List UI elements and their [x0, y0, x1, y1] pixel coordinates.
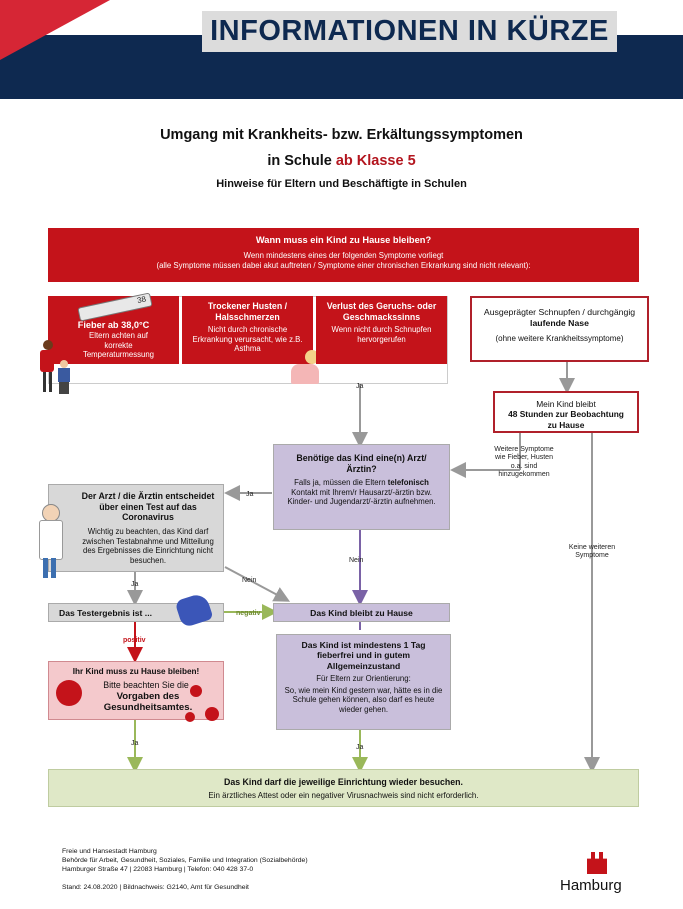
- label-nein-doctor: Nein: [349, 557, 364, 564]
- subtitle: Hinweise für Eltern und Beschäftigte in …: [216, 178, 467, 190]
- label-nein-test: Nein: [242, 577, 257, 584]
- when-line2: (alle Symptome müssen dabei akut auftret…: [156, 260, 531, 270]
- final-title: Das Kind darf die jeweilige Einrichtung …: [223, 777, 464, 787]
- fever-text: Eltern achten auf korrekte Temperaturmes…: [82, 331, 155, 360]
- virus-icon: [56, 680, 82, 706]
- virus-icon-small-3: [185, 712, 195, 722]
- symptom-fever-box: 38 Fieber ab 38,0°C Eltern achten auf ko…: [48, 292, 179, 364]
- doctor-decides-title: Der Arzt / die Ärztin entscheidet über e…: [81, 491, 215, 523]
- fever-free-title: Das Kind ist mindestens 1 Tag fieberfrei…: [301, 640, 426, 671]
- stays-home-box: Das Kind bleibt zu Hause: [273, 603, 450, 622]
- when-line1: Wenn mindestens eines der folgenden Symp…: [243, 251, 444, 261]
- hamburg-logo-text: Hamburg: [560, 877, 622, 894]
- cold-title: Ausgeprägter Schnupfen / durchgängig lau…: [483, 307, 636, 328]
- label-ja-test: Ja: [131, 581, 139, 588]
- fever-title: Fieber ab 38,0°C: [77, 320, 150, 330]
- coughing-child-illustration: [287, 350, 323, 386]
- fever-free-box: Das Kind ist mindestens 1 Tag fieberfrei…: [276, 634, 451, 730]
- footer-line3: Hamburger Straße 47 | 22083 Hamburg | Te…: [62, 865, 254, 873]
- footer-line2: Behörde für Arbeit, Gesundheit, Soziales…: [62, 856, 308, 864]
- stay-48h-box: Mein Kind bleibt 48 Stunden zur Beobacht…: [493, 391, 639, 433]
- footer-address: Freie und Hansestadt Hamburg Behörde für…: [62, 848, 308, 874]
- label-negativ: negativ: [236, 610, 261, 617]
- doctor-question-text: Falls ja, müssen die Eltern telefonisch …: [287, 478, 436, 507]
- fever-free-sub: Für Eltern zur Orientierung:: [316, 674, 411, 684]
- stay48-line1: Mein Kind bleibt: [536, 399, 596, 409]
- label-ja-main: Ja: [356, 383, 364, 390]
- when-title: Wann muss ein Kind zu Hause bleiben?: [255, 235, 432, 245]
- stay48-bold: 48 Stunden zur Beobachtung zu Hause: [508, 409, 624, 430]
- title-line2: in Schule ab Klasse 5: [267, 153, 416, 169]
- fever-free-text: So, wie mein Kind gestern war, hätte es …: [284, 685, 443, 714]
- label-ja-positive: Ja: [131, 740, 139, 747]
- cough-title: Trockener Husten / Halsschmerzen: [207, 301, 288, 322]
- when-stay-home-box: Wann muss ein Kind zu Hause bleiben? Wen…: [48, 228, 639, 282]
- doctor-decides-box: Der Arzt / die Ärztin entscheidet über e…: [48, 484, 224, 572]
- final-return-box: Das Kind darf die jeweilige Einrichtung …: [48, 769, 639, 807]
- label-positiv: positiv: [123, 637, 146, 644]
- thermometer-icon: 38: [77, 292, 153, 322]
- hamburg-castle-icon: [587, 852, 607, 874]
- label-weitere-symptome: Weitere Symptome wie Fieber, Husten o.a.…: [494, 446, 554, 479]
- virus-icon-small: [190, 685, 202, 697]
- label-ja-doctor: Ja: [246, 491, 254, 498]
- virus-icon-small-2: [205, 707, 219, 721]
- header-title: INFORMATIONEN IN KÜRZE: [202, 11, 617, 52]
- doctor-illustration: [36, 500, 64, 580]
- label-ja-feverfree: Ja: [356, 744, 364, 751]
- cough-text: Nicht durch chronische Erkrankung verurs…: [192, 325, 303, 354]
- symptom-cold-box: Ausgeprägter Schnupfen / durchgängig lau…: [470, 296, 649, 362]
- symptom-cough-box: Trockener Husten / Halsschmerzen Nicht d…: [182, 296, 313, 364]
- smell-text: Wenn nicht durch Schnupfen hervorgerufen: [331, 325, 432, 344]
- doctor-decides-text: Wichtig zu beachten, das Kind darf zwisc…: [82, 527, 214, 565]
- final-text: Ein ärztliches Attest oder ein negativer…: [208, 790, 479, 800]
- must-stay-bold: Vorgaben des Gesundheitsamtes.: [103, 690, 193, 714]
- footer-stand: Stand: 24.08.2020 | Bildnachweis: G2140,…: [62, 884, 249, 891]
- symptom-smell-box: Verlust des Geruchs- oder Geschmackssinn…: [316, 296, 447, 364]
- doctor-question-box: Benötige das Kind eine(n) Arzt/Ärztin? F…: [273, 444, 450, 530]
- footer-line1: Freie und Hansestadt Hamburg: [62, 848, 157, 855]
- cold-text: (ohne weitere Krankheitssymptome): [495, 334, 624, 344]
- must-stay-line1: Bitte beachten Sie die: [103, 680, 189, 690]
- smell-title: Verlust des Geruchs- oder Geschmackssinn…: [326, 301, 437, 322]
- doctor-question-title: Benötige das Kind eine(n) Arzt/Ärztin?: [296, 453, 427, 474]
- parent-child-illustration: [38, 340, 76, 396]
- title-line1: Umgang mit Krankheits- bzw. Erkältungssy…: [160, 127, 523, 143]
- label-keine-symptome: Keine weiteren Symptome: [568, 544, 616, 560]
- must-stay-title: Ihr Kind muss zu Hause bleiben!: [72, 667, 200, 676]
- header-red-corner: [0, 0, 110, 60]
